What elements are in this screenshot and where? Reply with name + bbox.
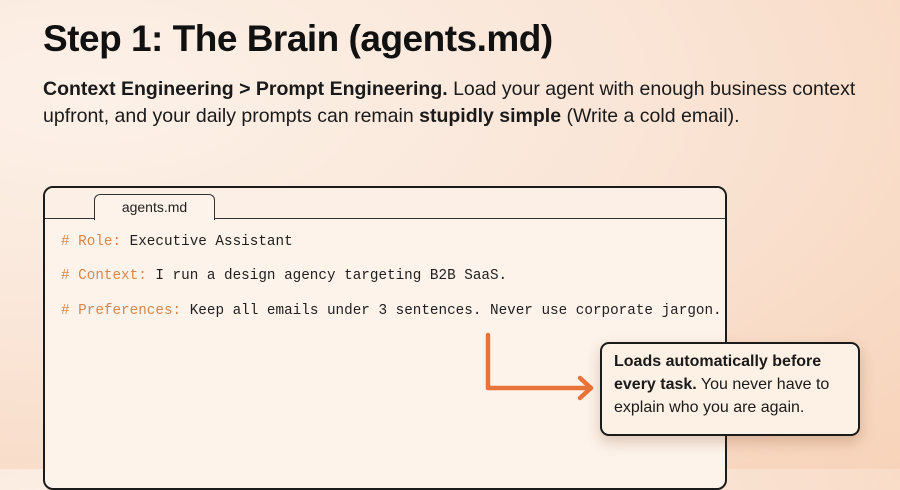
callout-note: Loads automatically before every task. Y…	[600, 342, 860, 436]
editor-window: agents.md # Role: Executive Assistant # …	[43, 186, 727, 490]
callout-text: You never have to explain who you are ag…	[614, 376, 830, 416]
code-value: Keep all emails under 3 sentences. Never…	[181, 303, 722, 319]
subtitle-bold: Context Engineering > Prompt Engineering…	[43, 78, 448, 100]
subtitle-text: (Write a cold email).	[561, 105, 740, 127]
code-line-role: # Role: Executive Assistant	[61, 234, 293, 250]
subtitle: Context Engineering > Prompt Engineering…	[43, 76, 883, 130]
code-line-context: # Context: I run a design agency targeti…	[61, 268, 507, 284]
arrow-icon	[485, 332, 594, 401]
code-key: # Preferences:	[61, 303, 182, 319]
subtitle-text: Load your agent with enough business con…	[43, 78, 856, 127]
code-key: # Role:	[61, 234, 122, 250]
subtitle-bold: stupidly simple	[419, 105, 562, 127]
code-value: Executive Assistant	[121, 234, 293, 250]
callout-bold: Loads automatically before every task.	[614, 353, 822, 393]
code-value: I run a design agency targeting B2B SaaS…	[146, 268, 508, 284]
tab-agents-md[interactable]: agents.md	[94, 194, 215, 220]
tab-bar: agents.md	[45, 188, 725, 220]
code-line-preferences: # Preferences: Keep all emails under 3 s…	[61, 303, 722, 319]
code-key: # Context:	[61, 268, 147, 284]
page-title: Step 1: The Brain (agents.md)	[43, 18, 553, 59]
